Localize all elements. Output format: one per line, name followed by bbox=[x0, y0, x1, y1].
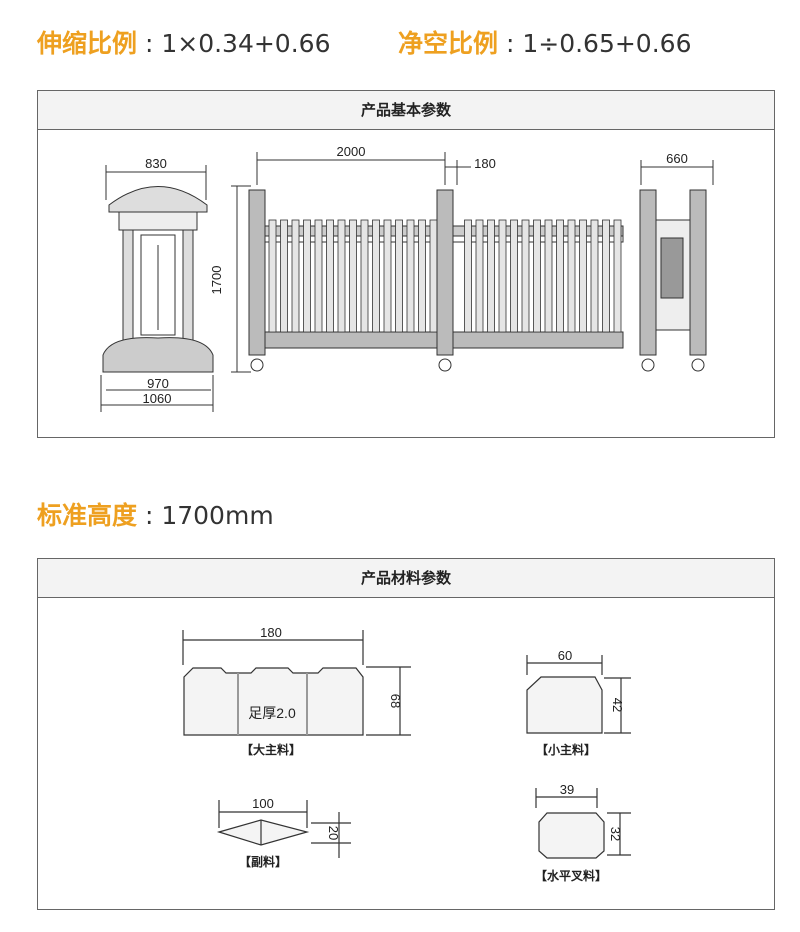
gate-bar bbox=[303, 219, 311, 333]
clearance-ratio-value: 1÷0.65+0.66 bbox=[522, 29, 692, 58]
secondary-height: 20 bbox=[326, 826, 341, 840]
material-params-title: 产品材料参数 bbox=[38, 559, 774, 598]
gate-bar bbox=[556, 219, 564, 333]
gate-bar bbox=[579, 219, 587, 333]
gate-bar bbox=[487, 219, 495, 333]
cross-label: 【水平叉料】 bbox=[535, 868, 607, 883]
gate-post bbox=[248, 189, 266, 356]
gate-wheel bbox=[691, 358, 705, 372]
big-main-profile bbox=[183, 667, 364, 736]
dim-head: 660 bbox=[666, 151, 688, 166]
gate-bar bbox=[337, 219, 346, 333]
gate-bar bbox=[498, 219, 507, 333]
clearance-ratio: 净空比例 : 1÷0.65+0.66 bbox=[398, 29, 692, 58]
cross-height: 32 bbox=[608, 827, 623, 841]
standard-height: 标准高度 : 1700mm bbox=[37, 501, 274, 530]
telescopic-ratio-label: 伸缩比例 bbox=[37, 29, 138, 58]
gate-bar bbox=[602, 219, 610, 333]
gate-bar bbox=[510, 219, 518, 333]
gate-post bbox=[689, 189, 707, 356]
gate-post bbox=[436, 189, 454, 356]
gate-bar bbox=[280, 219, 288, 333]
small-main-label: 【小主料】 bbox=[536, 742, 596, 757]
dim-post: 180 bbox=[474, 156, 496, 171]
dim-height: 1700 bbox=[209, 266, 224, 295]
gate-bar bbox=[360, 219, 369, 333]
small-main-width: 60 bbox=[558, 648, 572, 663]
cross-profile bbox=[538, 812, 605, 859]
gate-wheel bbox=[438, 358, 452, 372]
gate-bar bbox=[291, 219, 300, 333]
gate-bar bbox=[314, 219, 323, 333]
secondary-width: 100 bbox=[252, 796, 274, 811]
gate-post bbox=[639, 189, 657, 356]
dim-base-outer: 1060 bbox=[143, 391, 172, 406]
gate-bar bbox=[567, 219, 576, 333]
gate-bar bbox=[475, 219, 484, 333]
gate-bar bbox=[383, 219, 392, 333]
dim-section: 2000 bbox=[337, 144, 366, 159]
gate-bar bbox=[521, 219, 530, 333]
big-main-label: 【大主料】 bbox=[241, 742, 301, 757]
gate-bar bbox=[464, 219, 472, 333]
gate-drawing: 830 970 1060 1700 2000 180 660 bbox=[100, 144, 714, 412]
big-main-height: 68 bbox=[388, 694, 403, 708]
telescopic-ratio: 伸缩比例 : 1×0.34+0.66 bbox=[37, 29, 331, 58]
gate-bar bbox=[613, 219, 622, 333]
clearance-ratio-label: 净空比例 bbox=[398, 29, 499, 58]
gate-bar bbox=[418, 219, 426, 333]
secondary-profile bbox=[216, 819, 310, 846]
gate-bar bbox=[268, 219, 277, 333]
small-main-profile bbox=[526, 676, 603, 734]
telescopic-ratio-value: 1×0.34+0.66 bbox=[161, 29, 331, 58]
dim-pillar-top: 830 bbox=[145, 156, 167, 171]
gate-bar bbox=[372, 219, 380, 333]
gate-bar bbox=[429, 219, 438, 333]
gate-bar bbox=[395, 219, 403, 333]
basic-params-panel: 产品基本参数 bbox=[37, 90, 775, 438]
big-main-width: 180 bbox=[260, 625, 282, 640]
dim-base-inner: 970 bbox=[147, 376, 169, 391]
gate-bar bbox=[349, 219, 357, 333]
gate-bar bbox=[533, 219, 541, 333]
secondary-label: 【副料】 bbox=[239, 854, 287, 869]
material-drawing: 180 68 足厚2.0 【大主料】 60 42 【小主料】 100 20 【副… bbox=[182, 625, 631, 883]
material-params-panel: 产品材料参数 bbox=[37, 558, 775, 910]
big-main-note: 足厚2.0 bbox=[248, 705, 296, 721]
standard-height-value: 1700mm bbox=[161, 501, 274, 530]
gate-bar bbox=[590, 219, 599, 333]
basic-params-title: 产品基本参数 bbox=[38, 91, 774, 130]
gate-bar bbox=[326, 219, 334, 333]
standard-height-label: 标准高度 bbox=[37, 501, 138, 530]
gate-wheel bbox=[250, 358, 264, 372]
gate-bar bbox=[406, 219, 415, 333]
gate-wheel bbox=[641, 358, 655, 372]
small-main-height: 42 bbox=[610, 698, 625, 712]
cross-width: 39 bbox=[560, 782, 574, 797]
gate-bar bbox=[544, 219, 553, 333]
pillar-cap bbox=[108, 186, 208, 213]
